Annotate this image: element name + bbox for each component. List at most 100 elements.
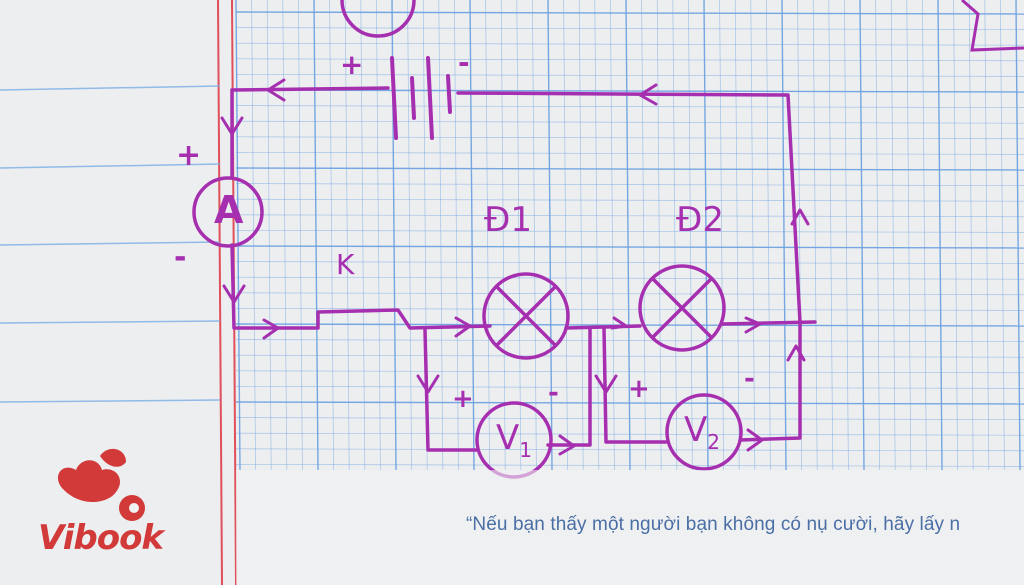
wire-v1-right [546, 326, 592, 447]
grid-line-vertical [500, 0, 506, 471]
grid-line-vertical [734, 0, 740, 471]
grid-line-horizontal [235, 261, 1024, 264]
voltmeter-2-label: V2 [684, 410, 720, 454]
grid-line-vertical [516, 0, 522, 471]
grid-line-vertical [688, 0, 693, 471]
grid-line-horizontal [235, 183, 1024, 186]
grid-line-vertical [890, 0, 896, 471]
grid-line-horizontal [235, 401, 1024, 405]
grid-line-vertical [875, 0, 880, 471]
grid-line-horizontal [235, 214, 1024, 218]
lamp-1-symbol [482, 272, 570, 360]
partial-wire-top-right [961, 0, 1024, 52]
grid-line-vertical [438, 0, 444, 471]
grid-line-vertical [766, 0, 771, 471]
grid-line-horizontal [235, 58, 1024, 62]
wire-left-lower-switch [230, 243, 492, 330]
grid-line-vertical [625, 0, 631, 471]
grid-line-vertical [953, 0, 958, 471]
grid-line-horizontal [235, 432, 1024, 436]
grid-line-vertical [1000, 0, 1005, 471]
grid-paper [235, 0, 1024, 471]
grid-line-horizontal [235, 105, 1024, 108]
grid-line-horizontal [235, 464, 1024, 467]
grid-line-vertical [937, 0, 943, 471]
grid-line-horizontal [235, 292, 1024, 296]
grid-line-vertical [547, 0, 553, 471]
grid-line-horizontal [235, 448, 1024, 452]
voltmeter-1-label: V1 [496, 418, 532, 462]
grid-line-horizontal [235, 354, 1024, 358]
grid-line-vertical [828, 0, 834, 471]
grid-line-vertical [469, 0, 475, 471]
voltmeter-1-minus-label: - [548, 378, 559, 408]
battery-minus-label: - [458, 46, 470, 79]
grid-line-horizontal [235, 276, 1024, 280]
grid-line-vertical [266, 0, 272, 471]
grid-line-vertical [781, 0, 787, 471]
voltmeter-1-plus-label: + [452, 384, 474, 414]
grid-line-vertical [329, 0, 334, 471]
grid-line-vertical [376, 0, 381, 471]
grid-line-vertical [610, 0, 615, 471]
vibook-logo-icon [57, 448, 145, 521]
grid-line-vertical [578, 0, 584, 471]
voltmeter-1-subscript: 1 [519, 437, 532, 462]
grid-line-vertical [1015, 0, 1021, 471]
grid-line-horizontal [235, 11, 1024, 15]
grid-line-vertical [282, 0, 288, 471]
grid-line-horizontal [235, 167, 1024, 171]
grid-line-vertical [672, 0, 678, 471]
ammeter-label: A [214, 188, 244, 232]
battery-plus-label: + [340, 48, 364, 81]
margin-line-left [217, 0, 223, 585]
lamp-1-label: Đ1 [484, 200, 532, 240]
lamp-2-label: Đ2 [676, 200, 724, 240]
grid-line-vertical [984, 0, 990, 471]
grid-line-vertical [750, 0, 756, 471]
circuit-wires [230, 86, 817, 452]
grid-line-vertical [641, 0, 646, 471]
grid-line-vertical [563, 0, 568, 471]
grid-line-vertical [298, 0, 303, 471]
ammeter-minus-label: - [174, 240, 187, 275]
grid-line-horizontal [235, 370, 1024, 374]
grid-line-vertical [859, 0, 865, 471]
voltmeter-2-minus-label: - [744, 364, 755, 394]
grid-line-horizontal [235, 136, 1024, 140]
grid-line-horizontal [235, 198, 1024, 202]
grid-line-horizontal [235, 120, 1024, 124]
grid-line-vertical [313, 0, 319, 471]
voltmeter-2-plus-label: + [628, 374, 650, 404]
grid-line-horizontal [235, 230, 1024, 233]
grid-line-vertical [812, 0, 818, 471]
grid-line-vertical [532, 0, 537, 471]
wire-v2-left [602, 326, 668, 444]
ammeter-symbol [192, 176, 264, 248]
grid-line-horizontal [235, 89, 1024, 93]
grid-line-horizontal [235, 152, 1024, 155]
grid-line-horizontal [235, 245, 1024, 249]
margin-ruled-lines [0, 85, 221, 403]
grid-line-vertical [454, 0, 459, 471]
switch-label: K [336, 248, 355, 281]
brand-logo-text: Vibook [38, 518, 164, 558]
battery-symbol [390, 56, 452, 140]
voltmeter-2-symbol [665, 393, 743, 471]
grid-line-vertical [906, 0, 912, 471]
grid-line-vertical [719, 0, 724, 471]
footer-quote: “Nếu bạn thấy một người bạn không có nụ … [466, 514, 961, 535]
grid-line-vertical [235, 0, 241, 471]
grid-line-horizontal [235, 308, 1024, 311]
wire-v1-left [423, 328, 480, 452]
grid-line-vertical [485, 0, 490, 471]
voltmeter-2-subscript: 2 [707, 429, 720, 454]
lamp-2-symbol [638, 264, 726, 352]
ammeter-plus-label: + [176, 138, 202, 173]
current-arrows [220, 78, 810, 456]
grid-line-horizontal [235, 42, 1024, 46]
grid-line-horizontal [235, 417, 1024, 420]
grid-line-horizontal [235, 27, 1024, 30]
